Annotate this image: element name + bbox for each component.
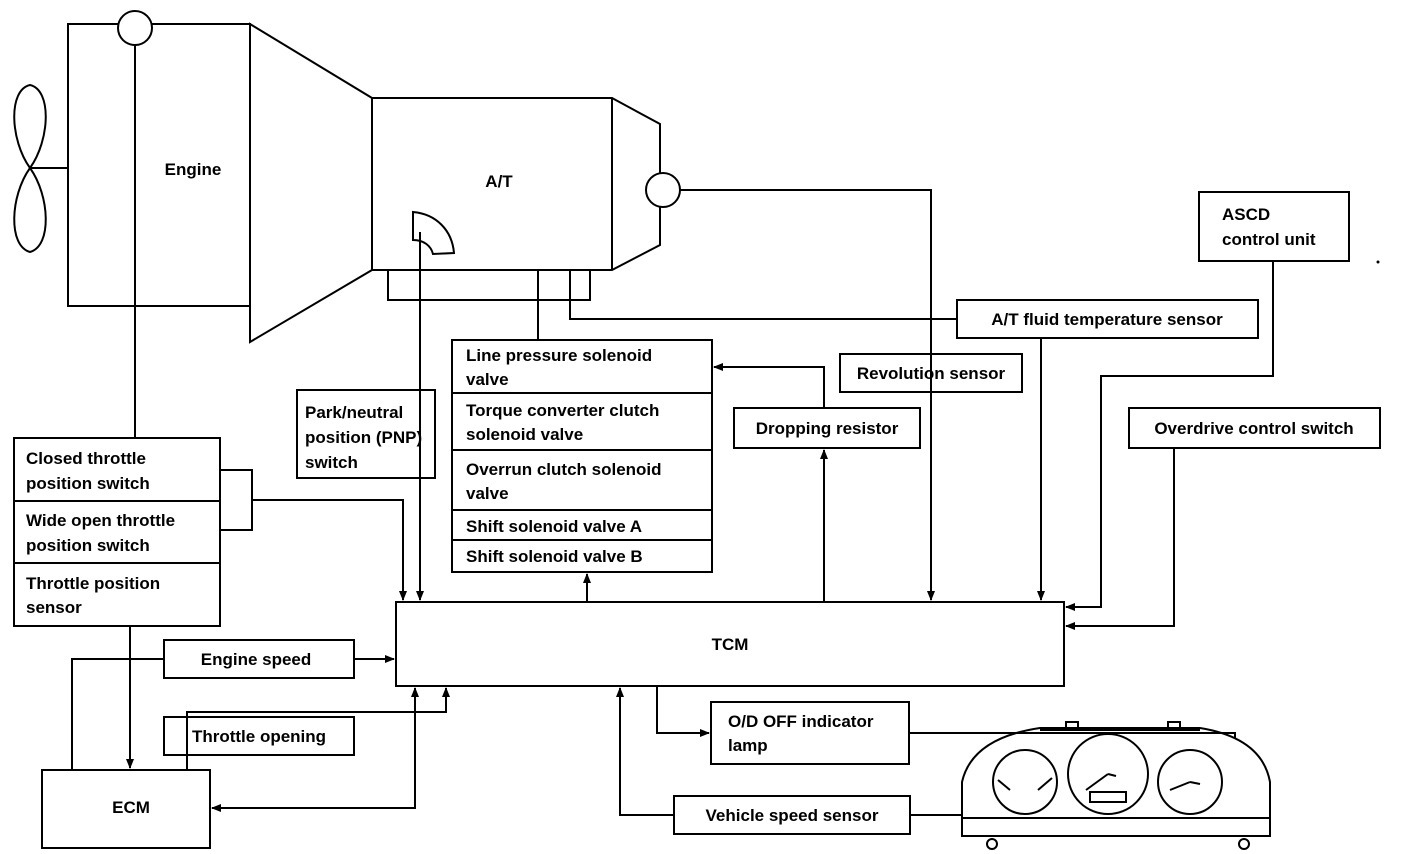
closed-throttle-label-2: position switch xyxy=(26,474,150,493)
at-fluid-temp-sensor: A/T fluid temperature sensor xyxy=(956,299,1259,339)
overdrive-control-switch: Overdrive control switch xyxy=(1128,407,1381,449)
dropping-resistor-label: Dropping resistor xyxy=(756,419,899,438)
ecm: ECM xyxy=(41,769,211,849)
tcc-label-1: Torque converter clutch xyxy=(466,401,659,420)
tcc-label-2: solenoid valve xyxy=(466,425,583,444)
pnp-switch: Park/neutral position (PNP) switch xyxy=(296,389,436,479)
vehicle-speed-label: Vehicle speed sensor xyxy=(706,806,879,825)
od-off-indicator-lamp: O/D OFF indicator lamp xyxy=(710,701,910,765)
bell-housing xyxy=(249,22,373,344)
dropping-resistor: Dropping resistor xyxy=(733,407,921,449)
wide-open-label-2: position switch xyxy=(26,536,150,555)
engine-speed-label: Engine speed xyxy=(201,650,312,669)
throttle-opening-label: Throttle opening xyxy=(192,727,326,746)
vehicle-speed-sensor: Vehicle speed sensor xyxy=(673,795,911,835)
closed-throttle-label-1: Closed throttle xyxy=(26,449,146,468)
pnp-label-3: switch xyxy=(305,453,358,472)
engine-speed-signal: Engine speed xyxy=(163,639,355,679)
ascd-label-1: ASCD xyxy=(1222,205,1270,224)
tcm: TCM xyxy=(395,601,1065,687)
ascd-control-unit: ASCD control unit xyxy=(1198,191,1350,262)
engine-fan-icon xyxy=(13,83,68,254)
at-label: A/T xyxy=(485,172,513,191)
ecm-label: ECM xyxy=(112,798,150,817)
overdrive-switch-label: Overdrive control switch xyxy=(1154,419,1353,438)
shift-a-label: Shift solenoid valve A xyxy=(466,517,642,536)
overrun-label-1: Overrun clutch solenoid xyxy=(466,460,662,479)
engine-block xyxy=(67,23,251,307)
revolution-sensor-icon xyxy=(645,172,681,208)
line-pressure-label-2: valve xyxy=(466,370,509,389)
wide-open-label-1: Wide open throttle xyxy=(26,511,175,530)
shift-b-label: Shift solenoid valve B xyxy=(466,547,643,566)
instrument-cluster-icon xyxy=(961,721,1271,850)
stray-dot xyxy=(1376,260,1380,264)
throttle-switch-stack: Closed throttle position switch Wide ope… xyxy=(13,437,221,627)
at-fluid-temp-label: A/T fluid temperature sensor xyxy=(991,310,1223,329)
line-pressure-label-1: Line pressure solenoid xyxy=(466,346,652,365)
od-off-label-1: O/D OFF indicator xyxy=(728,712,874,731)
ascd-label-2: control unit xyxy=(1222,230,1316,249)
engine-label: Engine xyxy=(165,160,222,179)
transmission-case xyxy=(372,97,661,271)
connection-lines xyxy=(71,45,1274,816)
overrun-label-2: valve xyxy=(466,484,509,503)
pnp-label-2: position (PNP) xyxy=(305,428,422,447)
tps-label-2: sensor xyxy=(26,598,82,617)
solenoid-valve-stack: Line pressure solenoid valve Torque conv… xyxy=(451,339,713,573)
pnp-label-1: Park/neutral xyxy=(305,403,403,422)
od-off-label-2: lamp xyxy=(728,736,768,755)
throttle-sensor-icon xyxy=(117,10,153,46)
tps-label-1: Throttle position xyxy=(26,574,160,593)
throttle-opening-signal: Throttle opening xyxy=(163,716,355,756)
tcm-label: TCM xyxy=(712,635,749,654)
